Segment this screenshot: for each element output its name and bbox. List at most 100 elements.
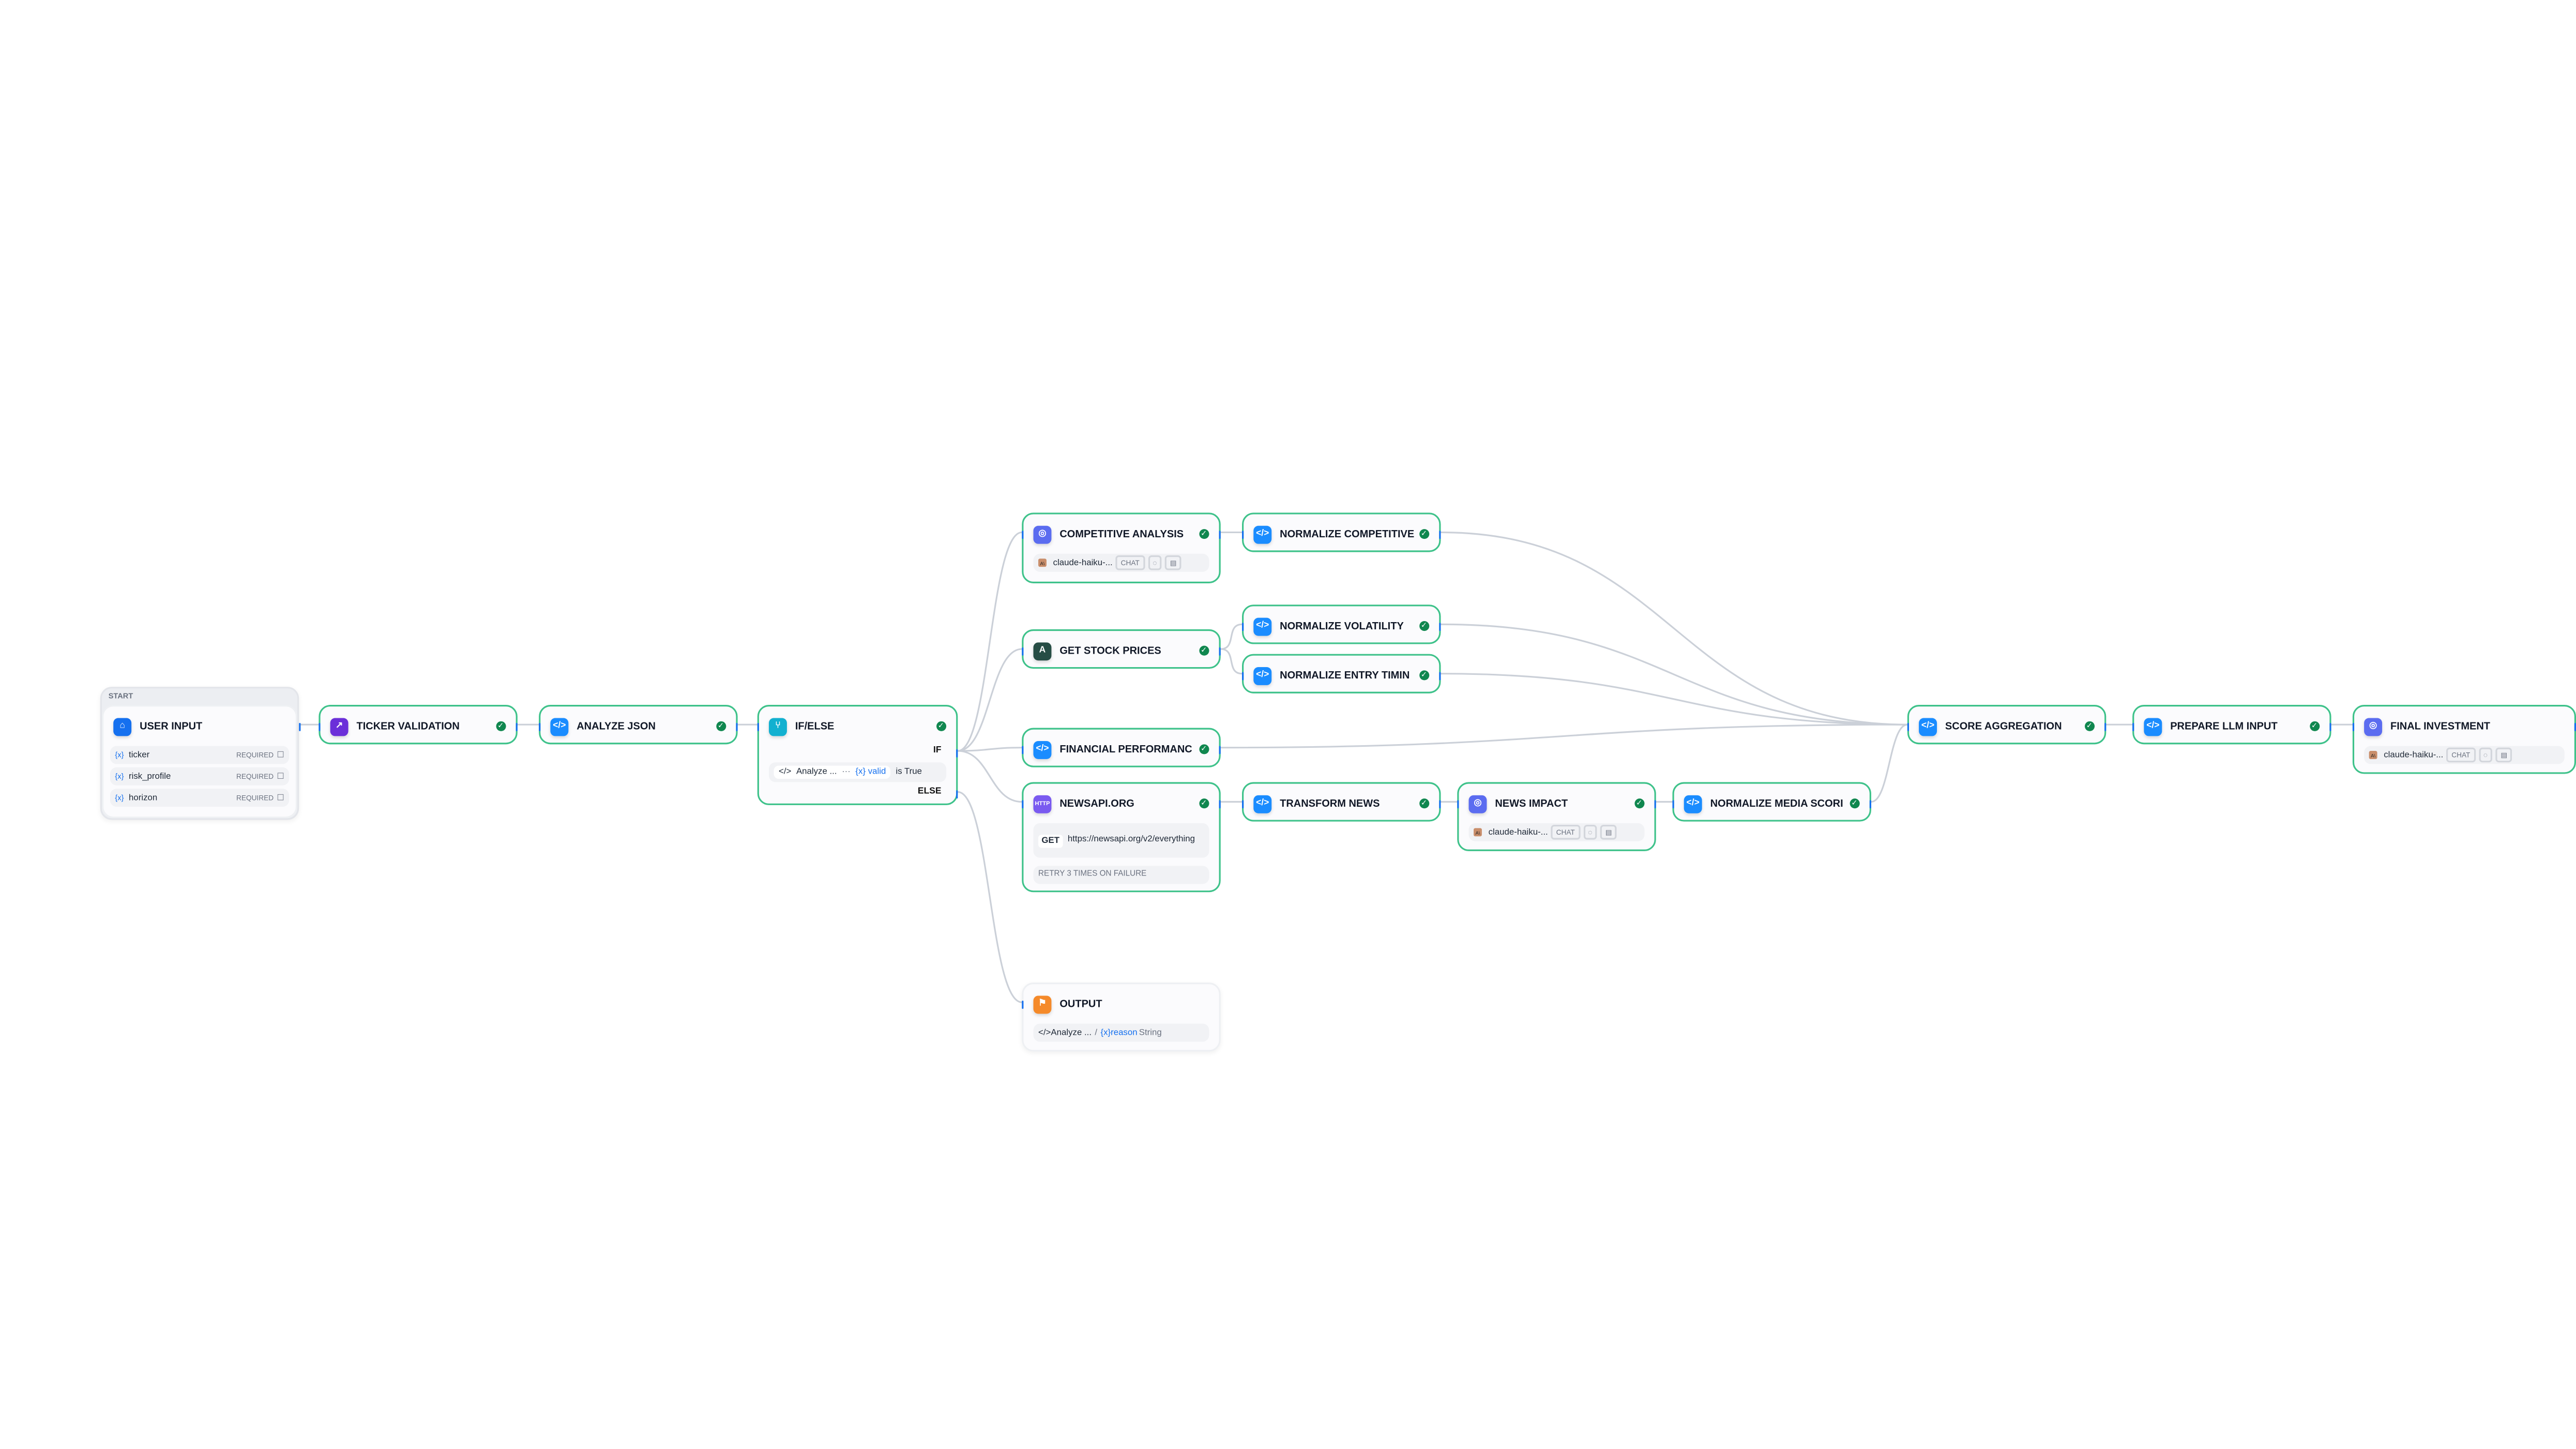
comp-node[interactable]: ◎ COMPETITIVE ANALYSIS ✓ A\ claude-haiku… xyxy=(1022,512,1221,583)
code-icon: </> xyxy=(1038,1028,1051,1038)
input-handle[interactable] xyxy=(1022,745,1024,753)
input-handle[interactable] xyxy=(2132,722,2135,731)
input-handle[interactable] xyxy=(319,722,321,731)
output-handle[interactable] xyxy=(1218,745,1221,753)
node-title: USER INPUT xyxy=(140,720,203,732)
normvol-node[interactable]: </> NORMALIZE VOLATILITY ✓ xyxy=(1242,605,1441,644)
output-handle[interactable] xyxy=(2573,722,2576,731)
input-handle[interactable] xyxy=(1242,671,1245,680)
input-handle[interactable] xyxy=(1022,530,1024,538)
node-title: GET STOCK PRICES xyxy=(1059,645,1161,657)
output-node[interactable]: ⚑ OUTPUT </>Analyze ... / {x}reason Stri… xyxy=(1022,983,1221,1052)
normcomp-node[interactable]: </> NORMALIZE COMPETITIVE ✓ xyxy=(1242,512,1441,552)
node-title: IF/ELSE xyxy=(795,720,835,732)
ticker-node[interactable]: ↗ TICKER VALIDATION ✓ xyxy=(319,705,518,745)
output-variable: {x}reason xyxy=(1100,1028,1138,1038)
model-row[interactable]: A\ claude-haiku-... CHAT ◌▤ xyxy=(2364,746,2565,764)
input-handle[interactable] xyxy=(1672,799,1675,808)
vision-icon: ◌ xyxy=(1583,825,1597,840)
input-handle[interactable] xyxy=(1242,799,1245,808)
separator: / xyxy=(1095,1028,1098,1038)
input-handle[interactable] xyxy=(757,722,760,731)
media-node[interactable]: </> NORMALIZE MEDIA SCORI ✓ xyxy=(1672,782,1871,822)
output-handle[interactable] xyxy=(735,722,738,731)
variable-name: risk_profile xyxy=(129,771,171,781)
model-name: claude-haiku-... xyxy=(1053,557,1113,568)
output-handle[interactable] xyxy=(1438,799,1441,808)
transform-node[interactable]: </> TRANSFORM NEWS ✓ xyxy=(1242,782,1441,822)
if-handle[interactable] xyxy=(955,748,958,757)
output-handle[interactable] xyxy=(1218,646,1221,655)
start-label: START xyxy=(108,691,133,700)
output-source: Analyze ... xyxy=(1051,1028,1092,1038)
input-handle[interactable] xyxy=(539,722,541,731)
else-handle[interactable] xyxy=(955,789,958,798)
final-node[interactable]: ◎ FINAL INVESTMENT A\ claude-haiku-... C… xyxy=(2352,705,2576,774)
input-variable-row[interactable]: {x} horizon REQUIRED ☐ xyxy=(110,789,290,807)
analyze-node[interactable]: </> ANALYZE JSON ✓ xyxy=(539,705,738,745)
prep-node[interactable]: </> PREPARE LLM INPUT ✓ xyxy=(2132,705,2331,745)
input-handle[interactable] xyxy=(1242,530,1245,538)
else-label: ELSE xyxy=(917,787,942,797)
http-method: GET xyxy=(1038,834,1063,847)
home-icon: ⌂ xyxy=(113,717,132,735)
output-handle[interactable] xyxy=(299,722,301,731)
output-handle[interactable] xyxy=(515,722,518,731)
model-row[interactable]: A\ claude-haiku-... CHAT ◌▤ xyxy=(1033,553,1209,572)
normentry-node[interactable]: </> NORMALIZE ENTRY TIMIN ✓ xyxy=(1242,654,1441,693)
success-check-icon: ✓ xyxy=(1418,798,1430,809)
node-title: NORMALIZE ENTRY TIMIN xyxy=(1280,669,1410,681)
request-row[interactable]: GET https://newsapi.org/v2/everything xyxy=(1033,823,1209,858)
chat-mode-badge: CHAT xyxy=(1551,825,1580,840)
edge xyxy=(1441,531,1907,726)
code-icon: </> xyxy=(2144,717,2162,735)
score-node[interactable]: </> SCORE AGGREGATION ✓ xyxy=(1907,705,2107,745)
output-type: String xyxy=(1139,1028,1162,1038)
impact-node[interactable]: ◎ NEWS IMPACT ✓ A\ claude-haiku-... CHAT… xyxy=(1457,782,1656,851)
user-input-node[interactable]: ⌂ USER INPUT {x} ticker REQUIRED ☐ {x} ri… xyxy=(101,705,298,819)
ifelse-node[interactable]: ⑂ IF/ELSE ✓IF </>Analyze ... ··· {x} val… xyxy=(757,705,958,805)
output-handle[interactable] xyxy=(1869,799,1871,808)
output-handle[interactable] xyxy=(1654,799,1656,808)
input-handle[interactable] xyxy=(1457,799,1460,808)
llm-icon: ◎ xyxy=(1468,794,1487,813)
node-title: NORMALIZE VOLATILITY xyxy=(1280,620,1404,632)
output-handle[interactable] xyxy=(1218,799,1221,808)
output-handle[interactable] xyxy=(1438,530,1441,538)
output-handle[interactable] xyxy=(2329,722,2331,731)
text-icon: ☐ xyxy=(277,750,284,760)
code-icon: </> xyxy=(550,717,569,735)
edge xyxy=(1220,723,1907,749)
output-mapping-row[interactable]: </>Analyze ... / {x}reason String xyxy=(1033,1023,1209,1042)
input-handle[interactable] xyxy=(2352,722,2355,731)
output-handle[interactable] xyxy=(1438,671,1441,680)
input-handle[interactable] xyxy=(1022,1000,1024,1008)
node-title: ANALYZE JSON xyxy=(577,720,656,732)
variable-name: horizon xyxy=(129,793,158,803)
node-title: OUTPUT xyxy=(1059,998,1102,1010)
fin-node[interactable]: </> FINANCIAL PERFORMANC ✓ xyxy=(1022,728,1221,767)
output-flag-icon: ⚑ xyxy=(1033,994,1052,1013)
edge xyxy=(1871,723,1908,803)
output-handle[interactable] xyxy=(1218,530,1221,538)
edge xyxy=(1441,623,1907,726)
required-badge: REQUIRED xyxy=(236,772,274,781)
retry-policy: RETRY 3 TIMES ON FAILURE xyxy=(1033,866,1209,884)
condition-row[interactable]: </>Analyze ... ··· {x} valid is True xyxy=(768,762,947,782)
node-title: TRANSFORM NEWS xyxy=(1280,797,1380,809)
success-check-icon: ✓ xyxy=(2309,721,2320,732)
output-handle[interactable] xyxy=(1438,622,1441,630)
model-row[interactable]: A\ claude-haiku-... CHAT ◌▤ xyxy=(1468,823,1645,841)
input-variable-row[interactable]: {x} risk_profile REQUIRED ☐ xyxy=(110,767,290,786)
success-check-icon: ✓ xyxy=(1418,670,1430,681)
edge xyxy=(958,791,1022,1003)
input-handle[interactable] xyxy=(1907,722,1910,731)
output-handle[interactable] xyxy=(2103,722,2107,731)
input-handle[interactable] xyxy=(1022,646,1024,655)
news-node[interactable]: HTTP NEWSAPI.ORG ✓ GET https://newsapi.o… xyxy=(1022,782,1221,893)
input-handle[interactable] xyxy=(1022,799,1024,808)
input-variable-row[interactable]: {x} ticker REQUIRED ☐ xyxy=(110,746,290,764)
stock-node[interactable]: A GET STOCK PRICES ✓ xyxy=(1022,629,1221,669)
input-handle[interactable] xyxy=(1242,622,1245,630)
